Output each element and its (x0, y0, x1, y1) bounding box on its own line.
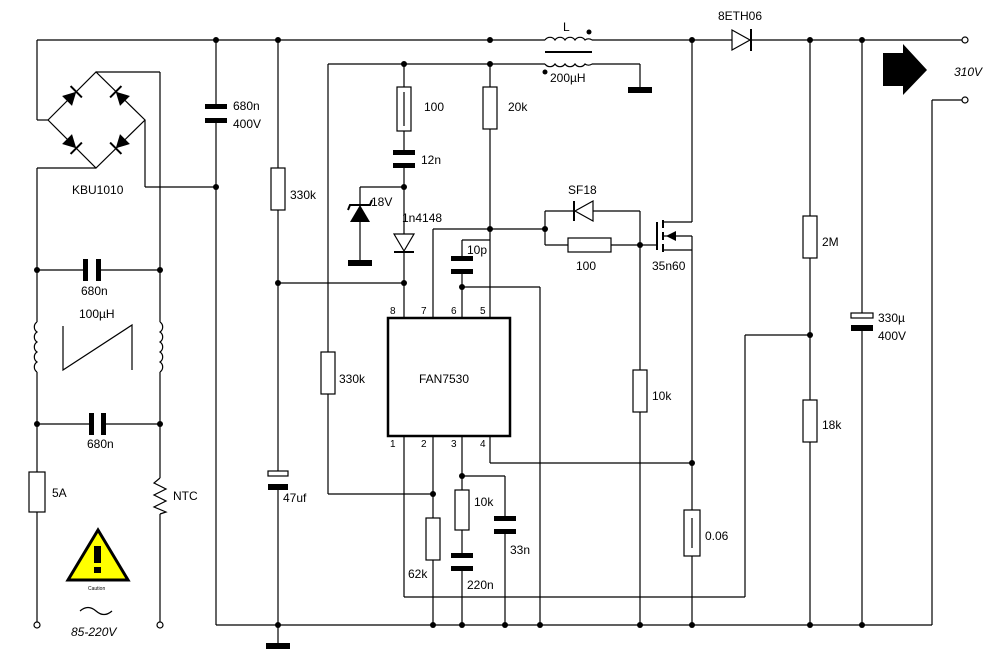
ic-fan7530 (386, 316, 512, 438)
capacitor-x1 (83, 259, 101, 281)
label-c12n: 12n (421, 153, 441, 167)
label-diode-out: 8ETH06 (718, 9, 762, 23)
diode-8eth06 (731, 28, 752, 52)
wiring (36, 39, 962, 645)
label-r20k: 20k (508, 100, 528, 114)
label-r-gate: 100 (576, 259, 596, 273)
label-c33n: 33n (510, 543, 530, 557)
label-inductor-name: L (563, 20, 570, 34)
capacitor-10p (451, 256, 473, 274)
label-pin7: 7 (421, 306, 427, 317)
label-c-in-v: 400V (233, 117, 261, 131)
label-zener: 18V (371, 195, 392, 209)
text-labels: KBU1010 680n 400V 680n 100µH 680n 5A NTC… (52, 9, 983, 639)
label-r10k-a: 10k (474, 495, 494, 509)
terminals (33, 36, 969, 629)
capacitor-x2 (89, 413, 106, 435)
diode-1n4148 (392, 233, 416, 253)
label-c220n: 220n (467, 578, 494, 592)
label-c-x1: 680n (81, 284, 108, 298)
label-c-x2: 680n (87, 437, 114, 451)
label-c-vcc: 47uf (283, 491, 307, 505)
capacitor-220n (451, 553, 473, 571)
label-output-v: 310V (954, 65, 983, 79)
bridge-rectifier (47, 71, 146, 169)
label-pin1: 1 (390, 439, 396, 450)
label-r62k: 62k (408, 567, 428, 581)
label-d1n4148: 1n4148 (402, 211, 442, 225)
label-pin2: 2 (421, 439, 427, 450)
label-r-start: 330k (290, 188, 317, 202)
zener-diode (347, 199, 373, 222)
junction-dots (34, 37, 865, 628)
capacitor-47uf (267, 470, 289, 490)
boost-inductor (542, 29, 593, 75)
label-choke: 100µH (79, 307, 115, 321)
ntc-thermistor (152, 477, 168, 515)
label-r100: 100 (424, 100, 444, 114)
common-mode-choke (33, 321, 164, 373)
ground-symbols (266, 87, 652, 649)
label-c10p: 10p (467, 243, 487, 257)
label-r10k-b: 10k (652, 389, 672, 403)
label-fuse: 5A (52, 486, 67, 500)
label-r18k: 18k (822, 418, 842, 432)
label-sf18: SF18 (568, 183, 597, 197)
label-c-out: 330µ (878, 311, 905, 325)
label-r-sense: 0.06 (705, 529, 729, 543)
capacitor-680n-400v (205, 104, 227, 123)
capacitor-33n (494, 516, 516, 534)
mosfet-35n60 (656, 220, 693, 252)
ac-symbol-icon (79, 606, 113, 616)
warning-sign-icon (65, 527, 131, 582)
label-bridge: KBU1010 (72, 183, 124, 197)
label-r2m: 2M (822, 235, 839, 249)
label-r330k-2: 330k (339, 372, 366, 386)
resistors (28, 86, 818, 561)
output-arrow-icon (883, 44, 927, 95)
label-input-v: 85-220V (71, 625, 117, 639)
label-pin6: 6 (451, 306, 457, 317)
label-caution: Caution (88, 586, 105, 592)
label-pin4: 4 (480, 439, 486, 450)
capacitor-12n (393, 150, 415, 168)
label-inductor-val: 200µH (550, 71, 586, 85)
label-mosfet: 35n60 (652, 259, 686, 273)
label-ic: FAN7530 (419, 372, 469, 386)
diode-sf18 (573, 199, 594, 223)
label-ntc: NTC (173, 489, 198, 503)
label-pin8: 8 (390, 306, 396, 317)
label-c-in: 680n (233, 99, 260, 113)
label-c-out-v: 400V (878, 329, 906, 343)
label-pin3: 3 (451, 439, 457, 450)
label-pin5: 5 (480, 306, 486, 317)
capacitor-330u (850, 312, 874, 331)
